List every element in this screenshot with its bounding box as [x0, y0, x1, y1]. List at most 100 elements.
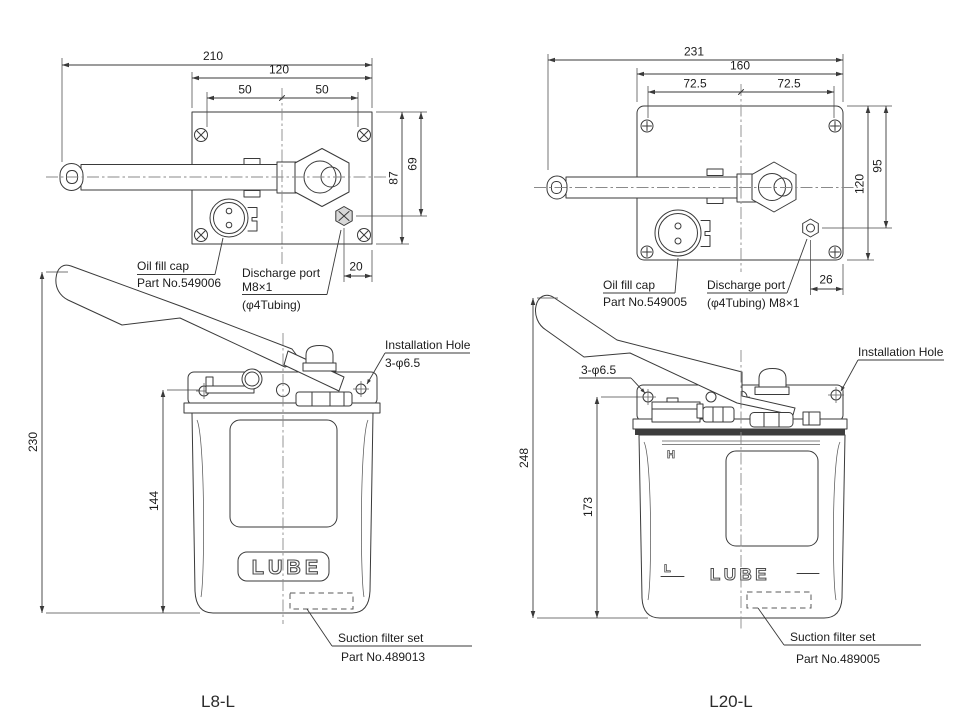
l20-screw-top-left: [640, 119, 654, 133]
l20-lube-logo: LUBE: [710, 565, 770, 584]
l20-body-tab-upper: [706, 168, 724, 176]
l20-dim-overall-width: 231: [547, 45, 844, 170]
l8-link-bar: [205, 385, 255, 394]
l20-top-view: 231 160 72.5 72.5 120 9: [534, 45, 892, 310]
l20-screw-top-right: [828, 119, 842, 133]
l8-tank-contour-right: [361, 419, 369, 598]
l8-dim-20: 20: [349, 260, 363, 274]
l20-screw-bottom-right: [828, 245, 842, 259]
l20-suction-filter-area: [746, 591, 812, 609]
l20-dim-95: 95: [871, 159, 885, 173]
l20-handle-top: [546, 173, 758, 203]
l20-dim-plate-height: 120: [847, 105, 892, 261]
l20-dim-248: 248: [517, 448, 531, 468]
l8-install-hole-spec: 3-φ6.5: [385, 356, 420, 370]
l20-level-window: [725, 450, 819, 547]
l8-acorn-washer: [302, 362, 337, 372]
l8-port-thread: M8×1: [242, 280, 273, 294]
l8-screw-top-right: [357, 128, 371, 142]
l20-tank-contour-right: [833, 441, 841, 601]
l20-tank-top-band: [635, 429, 845, 435]
l20-flange-hole-left: [640, 389, 656, 405]
l20-dim-72-5-right: 72.5: [777, 77, 801, 91]
l8-dim-tank-height: 144: [147, 389, 200, 614]
l8-port-tubing: (φ4Tubing): [242, 298, 301, 312]
l8-dim-overall-width: 210: [61, 49, 373, 162]
l8-level-window: [229, 419, 338, 528]
l8-suction-text: Suction filter set: [338, 631, 424, 645]
l20-discharge-port-top: [802, 218, 819, 238]
l8-dim-50-right: 50: [315, 83, 329, 97]
l8-discharge-port-top: [335, 206, 353, 226]
figure-l8: 210 120 50 50 87 69: [26, 49, 472, 711]
l8-acorn-nut: [305, 345, 334, 364]
l8-suction-filter-label: Suction filter set Part No.489013: [306, 608, 472, 664]
l8-dim-hole-pitch: 50 50: [206, 83, 359, 127]
l8-dim-total-height: 230: [26, 271, 200, 614]
l8-dim-plate-height: 87: [376, 111, 427, 245]
l8-screw-top-left: [194, 128, 208, 142]
l8-lube-logo: LUBE: [237, 551, 330, 582]
l20-level-high-mark: H: [667, 449, 675, 461]
l20-oil-cap-part: Part No.549005: [603, 295, 687, 309]
l20-dim-hole-pitch: 72.5 72.5: [647, 77, 835, 118]
l20-port-spec: (φ4Tubing) M8×1: [707, 296, 800, 310]
l8-dim-69: 69: [406, 157, 420, 171]
l20-dim-72-5-left: 72.5: [683, 77, 707, 91]
l8-oil-fill-cap-label: Oil fill cap Part No.549006: [137, 237, 224, 290]
l8-installation-hole-label: Installation Hole 3-φ6.5: [366, 338, 471, 385]
l8-oil-cap-text: Oil fill cap: [137, 259, 189, 273]
l8-dim-port-height: 69: [356, 111, 427, 217]
l8-tank: [191, 412, 374, 614]
l20-handle-lever: [535, 294, 796, 416]
l20-hole-spec-label: 3-φ6.5: [579, 363, 646, 394]
l8-caption: L8-L: [201, 692, 235, 711]
l20-dim-mount-width: 160: [636, 59, 844, 102]
l8-screw-bottom-left: [194, 228, 208, 242]
l8-top-view: 210 120 50 50 87 69: [46, 49, 427, 312]
l20-suction-part: Part No.489005: [796, 652, 880, 666]
l20-flange-hole-small: [705, 391, 717, 403]
l20-flange-hole-right: [828, 387, 844, 403]
l8-dim-50-left: 50: [238, 83, 252, 97]
l20-dim-total-height: 248: [517, 297, 648, 619]
l20-tank-contour-left: [643, 441, 651, 601]
l8-oil-fill-cap-top: [209, 198, 258, 238]
l8-oil-cap-side: [241, 368, 263, 390]
l8-tank-contour-left: [196, 419, 204, 598]
l20-oil-fill-cap-label: Oil fill cap Part No.549005: [603, 257, 687, 309]
figure-l20: 231 160 72.5 72.5 120 9: [517, 45, 944, 711]
l8-suction-part: Part No.489013: [341, 650, 425, 664]
l8-port-text: Discharge port: [242, 266, 321, 280]
l8-logo-text: LUBE: [252, 557, 322, 579]
l8-dim-230: 230: [26, 432, 40, 452]
l20-caption: L20-L: [709, 692, 752, 711]
l8-dim-port-offset: 20: [343, 228, 373, 282]
l20-discharge-port-label: Discharge port (φ4Tubing) M8×1: [707, 238, 808, 310]
l20-pump-hex-top: [751, 161, 797, 213]
l20-dim-173: 173: [581, 497, 595, 517]
l20-oil-cap-side: [651, 397, 704, 423]
l8-screw-bottom-right: [357, 228, 371, 242]
l8-discharge-port-label: Discharge port M8×1 (φ4Tubing): [242, 229, 342, 312]
l20-acorn-nut: [758, 368, 787, 388]
l20-dim-port-height: 95: [822, 105, 892, 229]
l20-side-view: H L LUBE 248 173 3-φ6.5: [517, 294, 944, 666]
l8-suction-filter-area: [289, 592, 354, 610]
l20-screw-bottom-left: [640, 245, 654, 259]
l20-suction-text: Suction filter set: [790, 630, 876, 644]
l20-dim-120: 120: [853, 174, 867, 194]
l20-dim-tank-height: 173: [581, 396, 640, 619]
l8-dim-144: 144: [147, 491, 161, 511]
l8-flange-hole-right: [353, 381, 369, 397]
l20-oil-cap-text: Oil fill cap: [603, 278, 655, 292]
l20-tank: [638, 434, 846, 619]
l20-hole-spec-text: 3-φ6.5: [581, 363, 616, 377]
l8-dim-210: 210: [203, 49, 223, 63]
l8-side-view: LUBE 230 144 Installation Hole 3-φ6.5: [26, 264, 472, 664]
l20-installation-hole-label: Installation Hole: [840, 345, 944, 392]
l20-dim-160: 160: [730, 59, 750, 73]
l20-dim-port-offset: 26: [810, 240, 844, 295]
